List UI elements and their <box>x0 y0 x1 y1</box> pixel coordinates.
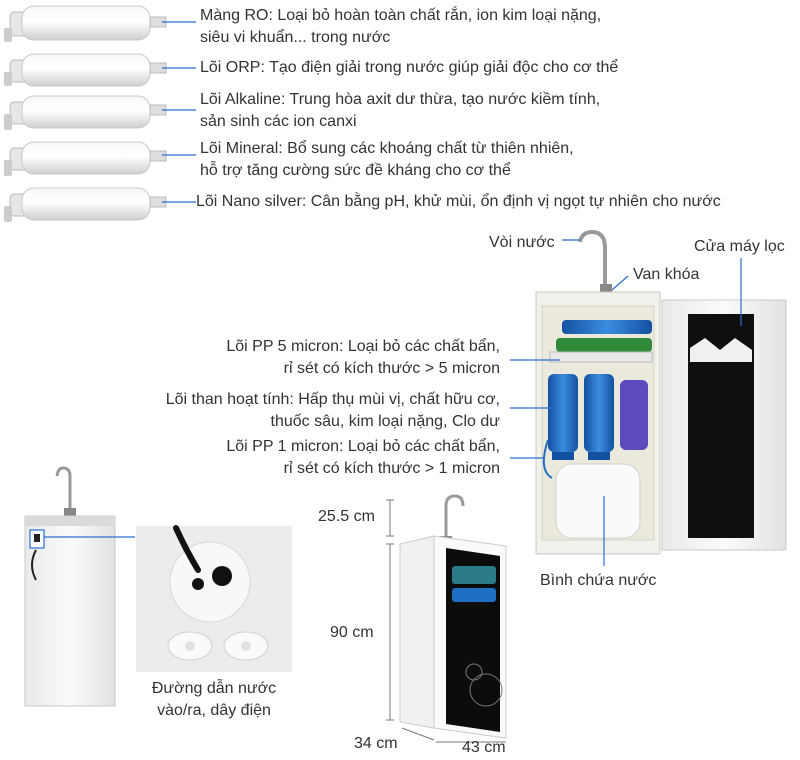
valve-label: Van khóa <box>633 266 700 283</box>
orp-cartridge <box>4 53 167 87</box>
description-line: Lõi Alkaline: Trung hòa axit dư thừa, tạ… <box>200 91 601 108</box>
connection-detail-illustration <box>136 525 292 672</box>
description-line: rỉ sét có kích thước > 1 micron <box>283 460 500 477</box>
mineral-description: Lõi Mineral: Bổ sung các khoáng chất từ … <box>200 138 574 182</box>
caption-line: vào/ra, dây điện <box>157 702 271 719</box>
connection-caption: Đường dẫn nước vào/ra, dây điện <box>136 678 292 722</box>
description-line: Lõi PP 5 micron: Loại bỏ các chất bẩn, <box>226 338 500 355</box>
pp5-description: Lõi PP 5 micron: Loại bỏ các chất bẩn, r… <box>160 336 500 380</box>
description-line: siêu vi khuẩn... trong nước <box>200 29 391 46</box>
description-line: Lõi ORP: Tạo điện giải trong nước giúp g… <box>200 59 619 76</box>
pp1-description: Lõi PP 1 micron: Loại bỏ các chất bẩn, r… <box>160 436 500 480</box>
mineral-cartridge <box>4 141 167 176</box>
description-line: Lõi PP 1 micron: Loại bỏ các chất bẩn, <box>226 438 500 455</box>
dimension-width: 43 cm <box>462 739 506 756</box>
faucet-label: Vòi nước <box>489 234 555 251</box>
description-line: Màng RO: Loại bỏ hoàn toàn chất rắn, ion… <box>200 7 602 24</box>
orp-description: Lõi ORP: Tạo điện giải trong nước giúp g… <box>200 57 618 79</box>
dimension-depth: 34 cm <box>354 735 398 752</box>
nano-silver-description: Lõi Nano silver: Cân bằng pH, khử mùi, ổ… <box>196 191 721 213</box>
alkaline-cartridge <box>4 95 167 130</box>
tank-label: Bình chứa nước <box>540 572 657 589</box>
open-purifier-illustration <box>535 229 787 555</box>
nano-silver-cartridge <box>4 187 167 222</box>
dimension-height: 90 cm <box>330 624 374 641</box>
description-line: Lõi than hoạt tính: Hấp thụ mùi vị, chất… <box>165 391 500 408</box>
description-line: Lõi Mineral: Bổ sung các khoáng chất từ … <box>200 140 574 157</box>
ro-membrane-cartridge <box>4 5 167 42</box>
front-view-purifier <box>399 494 507 739</box>
description-line: sản sinh các ion canxi <box>200 113 357 130</box>
side-view-purifier <box>24 466 116 707</box>
description-line: hỗ trợ tăng cường sức đề kháng cho cơ th… <box>200 162 511 179</box>
dimension-lines <box>386 499 506 743</box>
door-label: Cửa máy lọc <box>694 238 785 255</box>
ro-membrane-description: Màng RO: Loại bỏ hoàn toàn chất rắn, ion… <box>200 5 601 49</box>
description-line: rỉ sét có kích thước > 5 micron <box>283 360 500 377</box>
alkaline-description: Lõi Alkaline: Trung hòa axit dư thừa, tạ… <box>200 89 600 133</box>
description-line: Lõi Nano silver: Cân bằng pH, khử mùi, ổ… <box>196 193 721 210</box>
dimension-top: 25.5 cm <box>318 508 375 525</box>
description-line: thuốc sâu, kim loại nặng, Clo dư <box>270 413 501 430</box>
caption-line: Đường dẫn nước <box>151 680 277 697</box>
carbon-description: Lõi than hoạt tính: Hấp thụ mùi vị, chất… <box>100 389 500 433</box>
